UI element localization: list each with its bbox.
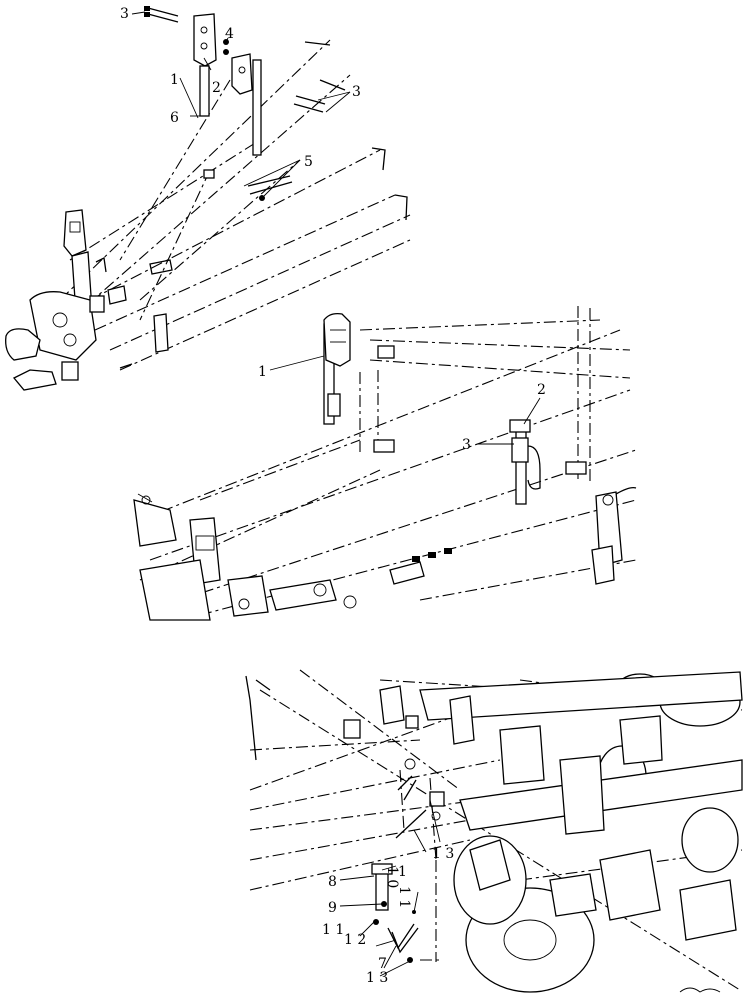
projection-lines — [139, 319, 637, 616]
leader-lines — [131, 11, 351, 197]
callout-label: 9 — [328, 900, 337, 916]
callout-label: 4 — [225, 26, 234, 42]
callout-label: 8 — [328, 874, 337, 890]
view-hitch: 3 2 4 1 6 3 5 — [5, 6, 411, 391]
leader-lines — [269, 355, 541, 445]
callout-label: 1 1 — [396, 886, 412, 908]
callout-label: 1 — [398, 864, 407, 880]
callout-label: 1 3 — [366, 970, 388, 986]
view-rear: 1 3 1 0 8 1 9 1 1 1 2 7 1 1 1 3 — [245, 669, 743, 993]
callout-label: 7 — [378, 956, 387, 972]
callout-label: 3 — [462, 437, 471, 453]
callout-label: 1 0 — [384, 866, 400, 888]
callout-label: 6 — [170, 110, 179, 126]
callout-label: 1 — [170, 72, 179, 88]
callout-label: 1 2 — [344, 932, 366, 948]
leader-lines — [339, 799, 441, 977]
callout-label: 1 1 — [322, 922, 344, 938]
callout-label: 1 3 — [432, 846, 454, 862]
callout-label: 2 — [212, 80, 221, 96]
callout-label: 3 — [120, 6, 129, 22]
view-frame: 1 2 3 — [133, 306, 637, 621]
callout-label: 5 — [304, 154, 313, 170]
callout-label: 3 — [352, 84, 361, 100]
callout-label: 2 — [537, 382, 546, 398]
callout-label: 1 — [258, 364, 267, 380]
